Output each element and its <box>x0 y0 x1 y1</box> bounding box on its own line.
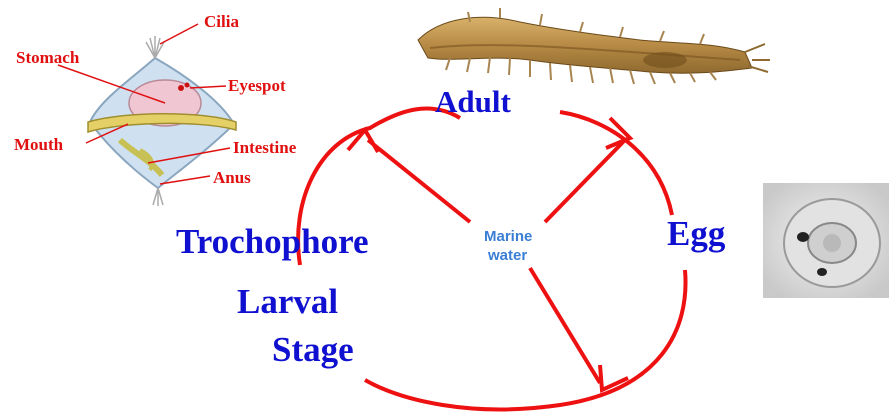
arc-adult-to-egg <box>560 112 672 215</box>
mouth-label: Mouth <box>14 135 64 154</box>
arrow-center-to-bottom <box>530 268 600 383</box>
marine-label: Marine <box>484 228 532 245</box>
egg-label: Egg <box>667 214 726 253</box>
trochophore-label: Trochophore <box>176 222 369 261</box>
egg-image <box>763 183 889 298</box>
eyespot-label: Eyespot <box>228 76 286 95</box>
adult-label: Adult <box>435 84 511 119</box>
cilia-leader <box>160 24 198 44</box>
intestine-label: Intestine <box>233 138 297 157</box>
stomach-label: Stomach <box>16 48 80 67</box>
trochophore-larva-image <box>58 24 236 206</box>
larval-label: Larval <box>237 282 338 321</box>
cilia-label: Cilia <box>204 12 239 31</box>
water-label: water <box>487 247 527 264</box>
stage-label: Stage <box>272 330 354 369</box>
anus-label: Anus <box>213 168 251 187</box>
arrow-center-to-adult <box>545 140 625 222</box>
arrow-center-to-left <box>368 140 470 222</box>
adult-worm-image <box>418 8 770 84</box>
arc-egg-to-larva <box>365 270 686 409</box>
